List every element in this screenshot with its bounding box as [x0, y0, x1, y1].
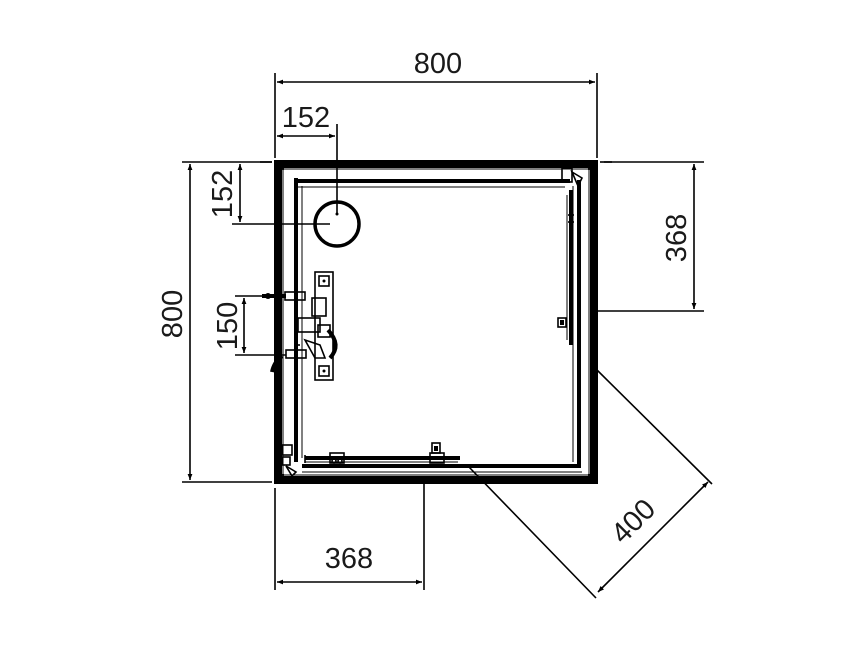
- hinge-bracket: [262, 271, 338, 381]
- bottom-door-rollers: [329, 442, 445, 464]
- enclosure-profiles: [294, 178, 582, 473]
- dim-overall-width: 800: [274, 48, 598, 158]
- dim-label-overall-width: 800: [414, 48, 462, 80]
- dim-right-door-width: 368: [598, 161, 704, 312]
- tray-frame: [274, 160, 598, 484]
- dim-hinge-spacing: 150: [212, 295, 286, 356]
- right-door-handle: [557, 214, 574, 328]
- dim-drain-offset-y: 152: [207, 164, 330, 225]
- dim-front-door-width: 368: [274, 482, 425, 590]
- dim-label-right-door-width: 368: [661, 214, 693, 262]
- dim-label-corner-entry: 400: [605, 493, 662, 550]
- dim-label-drain-offset-x: 152: [282, 102, 330, 134]
- dim-drain-offset-x: 152: [277, 102, 338, 214]
- dim-label-hinge-spacing: 150: [212, 302, 244, 350]
- dim-label-overall-depth: 800: [157, 290, 189, 338]
- corner-brackets: [281, 167, 591, 478]
- dim-label-front-door-width: 368: [325, 543, 373, 575]
- dim-label-drain-offset-y: 152: [207, 170, 239, 218]
- dim-overall-depth: 800: [157, 161, 272, 483]
